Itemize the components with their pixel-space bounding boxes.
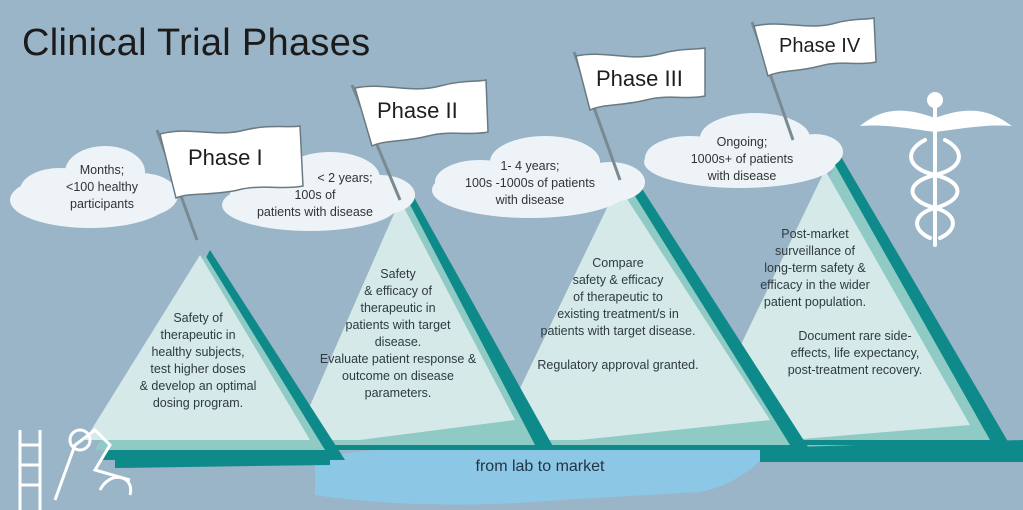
cloud-line: 100s of — [294, 188, 336, 202]
cloud-line: with disease — [707, 169, 777, 183]
mountain-phase-3 — [495, 170, 810, 450]
body-line: dosing program. — [152, 396, 244, 410]
body-line: disease. — [374, 335, 422, 349]
flag-phase-2 — [350, 79, 489, 201]
body-line: long-term safety & — [764, 261, 866, 275]
cloud-line: 1000s+ of patients — [690, 152, 794, 166]
body-line: parameters. — [364, 386, 432, 400]
body-line: Evaluate patient response & — [319, 352, 477, 366]
cloud-line: < 2 years; — [317, 171, 373, 185]
cloud-line: Months; — [79, 163, 125, 177]
body-text-phase-4: Post-market surveillance of long-term sa… — [735, 226, 935, 379]
body-line: of therapeutic to — [573, 290, 663, 304]
body-line: Safety — [380, 267, 416, 281]
body-line — [528, 340, 708, 357]
body-line: test higher doses — [150, 362, 246, 376]
cloud-line: 100s -1000s of patients — [465, 176, 595, 190]
body-line: post-treatment recovery. — [787, 363, 923, 377]
page-title: Clinical Trial Phases — [22, 22, 371, 64]
cloud-line: participants — [70, 197, 134, 211]
body-line: therapeutic in — [160, 328, 236, 342]
body-text-phase-3: Compare safety & efficacy of therapeutic… — [528, 255, 708, 374]
cloud-phase-3 — [432, 136, 645, 218]
body-line: surveillance of — [775, 244, 855, 258]
body-line: efficacy in the wider — [760, 278, 870, 292]
cloud-line: with disease — [495, 193, 565, 207]
flag-label-phase-1: Phase I — [188, 145, 263, 170]
body-line: & efficacy of — [364, 284, 432, 298]
cloud-line: 1- 4 years; — [500, 159, 560, 173]
cloud-phase-1 — [10, 146, 178, 228]
flag-label-phase-4: Phase IV — [779, 35, 861, 57]
mountain-phase-1 — [85, 250, 345, 460]
body-text-phase-1: Safety of therapeutic in healthy subject… — [128, 310, 268, 412]
body-line: therapeutic in — [360, 301, 436, 315]
cloud-text-phase-3: 1- 4 years; 100s -1000s of patients with… — [450, 158, 610, 209]
body-line: effects, life expectancy, — [790, 346, 920, 360]
body-line: Safety of — [173, 311, 223, 325]
base-strip — [115, 450, 330, 468]
mountain-phase-4 — [695, 155, 1010, 445]
flag-label-phase-3: Phase III — [596, 66, 683, 91]
cloud-text-phase-4: Ongoing; 1000s+ of patients with disease — [672, 134, 812, 185]
body-line: patients with target — [345, 318, 451, 332]
cloud-phase-2 — [222, 152, 415, 231]
cloud-line: <100 healthy — [66, 180, 138, 194]
cloud-phase-4 — [644, 113, 843, 188]
flag-phase-4 — [750, 17, 877, 141]
flag-phase-3 — [572, 47, 706, 181]
body-line: safety & efficacy — [572, 273, 664, 287]
lab-equipment-icon — [18, 428, 133, 510]
arrow-label: from lab to market — [475, 458, 605, 475]
flag-phase-1 — [155, 125, 304, 241]
cloud-line: Ongoing; — [716, 135, 768, 149]
cloud-text-phase-1: Months; <100 healthy participants — [42, 162, 162, 213]
body-line: Post-market — [781, 227, 849, 241]
body-line: outcome on disease — [342, 369, 454, 383]
body-line: & develop an optimal — [139, 379, 257, 393]
body-line — [735, 311, 935, 328]
cloud-text-phase-2: < 2 years; 100s of patients with disease — [245, 170, 385, 221]
body-line: healthy subjects, — [151, 345, 245, 359]
body-line: Document rare side- — [798, 329, 912, 343]
cloud-line: patients with disease — [256, 205, 374, 219]
body-text-phase-2: Safety & efficacy of therapeutic in pati… — [308, 266, 488, 402]
mountain-phase-2 — [295, 190, 555, 450]
body-line: patients with target disease. — [540, 324, 696, 338]
flag-label-phase-2: Phase II — [377, 98, 458, 123]
body-line: Compare — [592, 256, 644, 270]
body-line: existing treatment/s in — [557, 307, 679, 321]
body-line: patient population. — [763, 295, 867, 309]
caduceus-icon — [860, 92, 1012, 247]
body-line: Regulatory approval granted. — [537, 358, 699, 372]
